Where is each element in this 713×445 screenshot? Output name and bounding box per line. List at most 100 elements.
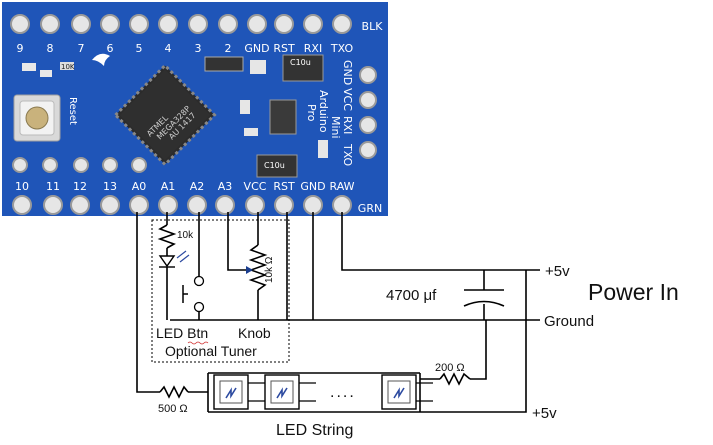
side-pin-gnd: GND (341, 60, 354, 85)
reset-button (13, 94, 61, 142)
bottom-pad-3 (100, 195, 120, 215)
top-pin-pads (10, 14, 352, 34)
bottom-pin-label-1: 11 (46, 180, 60, 193)
inner-pad-4 (131, 157, 147, 173)
bottom-pin-label-10: GND (300, 180, 325, 193)
potentiometer-icon (246, 244, 268, 291)
resistor-10k-label: 10k (177, 230, 194, 241)
wire-a0 (136, 212, 160, 393)
board-title-line1: Arduino (317, 90, 330, 133)
bottom-pad-9 (274, 195, 294, 215)
top-pin-label-6: 3 (195, 42, 202, 55)
capacitor-4700uf-icon (463, 289, 505, 307)
resistor-200-symbol (439, 372, 471, 386)
resistor-200-label: 200 Ω (435, 362, 465, 374)
inner-pad-3 (102, 157, 118, 173)
bottom-pad-0 (12, 195, 32, 215)
side-pin-txo: TXO (341, 143, 354, 167)
tuner-box (151, 219, 290, 363)
top-pad-10 (303, 14, 323, 34)
resistor-500-label: 500 Ω (158, 403, 188, 415)
bottom-pin-label-3: 13 (103, 180, 117, 193)
top-pin-label-12: BLK (362, 20, 384, 33)
resistor-10k-symbol (157, 224, 177, 249)
top-pin-label-9: RST (273, 42, 295, 55)
capacitor-c10u-top (282, 54, 324, 82)
top-pin-label-7: 2 (225, 42, 232, 55)
bottom-pad-1 (43, 195, 63, 215)
wire-raw-5v (341, 212, 540, 271)
inner-pad-1 (42, 157, 58, 173)
led-module-icon-2 (381, 374, 433, 410)
bottom-pad-5 (158, 195, 178, 215)
bottom-pad-4 (129, 195, 149, 215)
top-pad-1 (40, 14, 60, 34)
led-string-label: LED String (276, 422, 353, 439)
atmega-chip: ATMEL MEGA328P AU 1417 (113, 63, 217, 167)
top-pin-label-1: 8 (47, 42, 54, 55)
reset-label: Reset (67, 97, 78, 125)
top-pin-label-5: 4 (165, 42, 172, 55)
bottom-pin-label-5: A1 (161, 180, 176, 193)
led-module-icon-1 (264, 374, 316, 410)
bottom-pad-8 (245, 195, 265, 215)
bottom-pad-11 (332, 195, 352, 215)
side-pin-pads (359, 66, 377, 159)
capacitor-label: 4700 μf (386, 287, 437, 304)
top-pin-label-4: 5 (136, 42, 143, 55)
power-in-label: Power In (588, 279, 679, 305)
smd-resistor (60, 62, 74, 70)
resistor-500-symbol (159, 385, 189, 399)
led-string (213, 374, 433, 410)
top-pad-5 (158, 14, 178, 34)
bottom-pad-7 (215, 195, 235, 215)
capacitor-top-left (204, 56, 244, 72)
top-pin-label-3: 6 (107, 42, 114, 55)
top-pad-2 (71, 14, 91, 34)
top-pin-label-0: 9 (17, 42, 24, 55)
top-pin-label-8: GND (244, 42, 269, 55)
top-pad-3 (100, 14, 120, 34)
ground-label: Ground (544, 313, 594, 330)
bottom-pad-10 (303, 195, 323, 215)
bottom-pin-label-7: A3 (218, 180, 233, 193)
led-module-icon-0 (213, 374, 265, 410)
resistor-10k-marking: 10K (61, 63, 75, 71)
led-indicator-icon (158, 248, 190, 272)
wire-a3 (227, 212, 246, 271)
bottom-pin-label-12: GRN (358, 202, 382, 215)
top-pin-label-2: 7 (78, 42, 85, 55)
top-pin-labels: 9 8 7 6 5 4 3 2 GND RST RXI TXO BLK (17, 20, 384, 55)
top-pad-0 (10, 14, 30, 34)
inner-pad-2 (73, 157, 89, 173)
top-pad-9 (274, 14, 294, 34)
bottom-pin-label-2: 12 (73, 180, 87, 193)
tuner-label: Optional Tuner (165, 343, 257, 359)
capacitor-c10u-bottom (256, 154, 298, 178)
top-pad-7 (218, 14, 238, 34)
board-title-line3: Mini (329, 116, 342, 139)
pot-label: 10k Ω (264, 256, 275, 283)
top-pin-label-10: RXI (304, 42, 322, 55)
bottom-pin-label-9: RST (273, 180, 295, 193)
bottom-pin-label-11: RAW (330, 180, 355, 193)
led-btn-label: LED Btn (156, 325, 208, 341)
pushbutton-icon (182, 275, 205, 313)
led-ellipsis: .... (330, 384, 356, 401)
inner-pad-0 (12, 157, 28, 173)
top-pad-11 (332, 14, 352, 34)
bottom-pin-label-6: A2 (190, 180, 205, 193)
bottom-pad-6 (187, 195, 207, 215)
top-pad-6 (188, 14, 208, 34)
wire-ground-200 (470, 320, 487, 380)
bottom-pad-2 (70, 195, 90, 215)
bottom-pin-label-4: A0 (132, 180, 147, 193)
side-pin-rxi: RXI (341, 116, 354, 134)
plus5v-bottom-label: +5v (532, 405, 557, 422)
bottom-pin-label-0: 10 (15, 180, 29, 193)
top-pad-4 (129, 14, 149, 34)
top-pin-label-11: TXO (330, 42, 354, 55)
